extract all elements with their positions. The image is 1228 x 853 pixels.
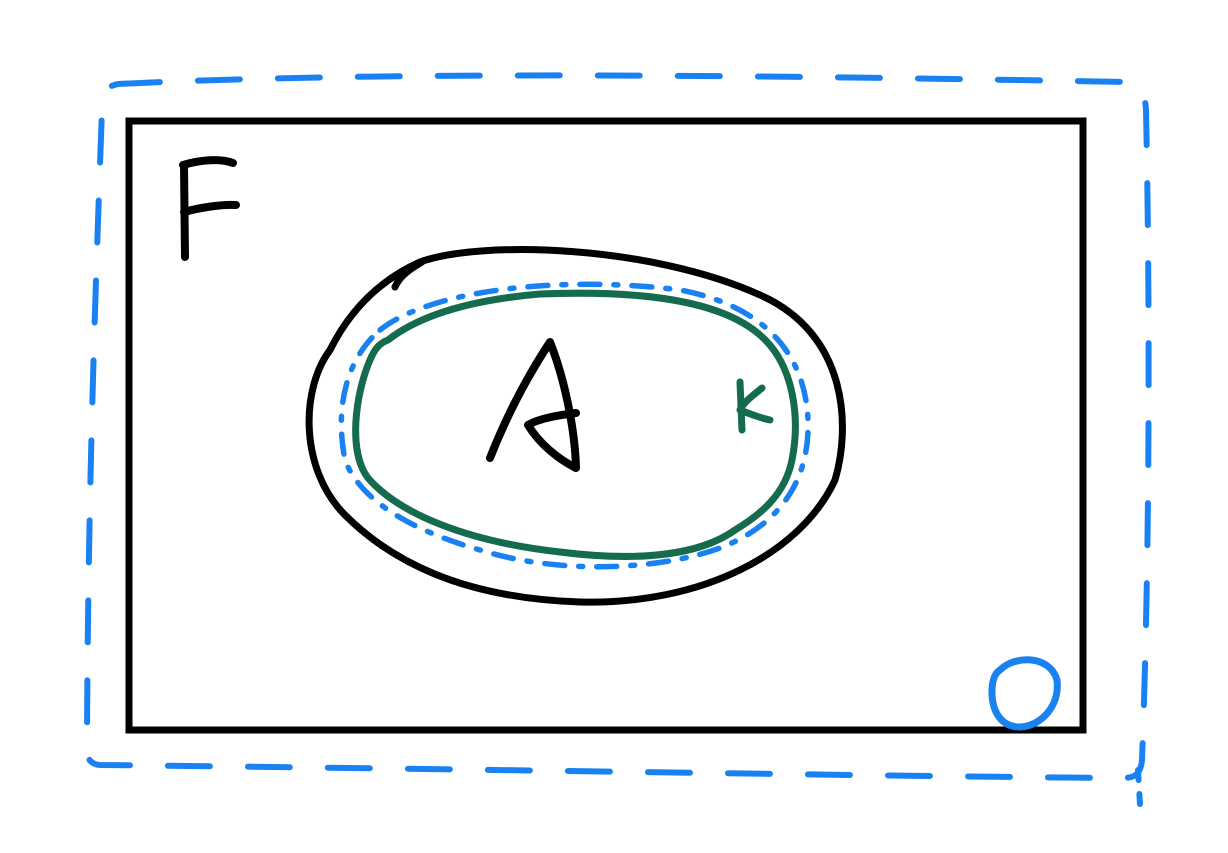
open-set-O-tail: [1135, 767, 1143, 808]
label-F-glyph: [179, 156, 240, 261]
label-A-glyph: [486, 338, 580, 472]
label-A: A: [486, 338, 580, 472]
label-O-glyph: [988, 656, 1061, 731]
closed-set-F-boundary: [125, 117, 1087, 734]
set-A-boundary: [305, 246, 846, 606]
label-O: O: [988, 656, 1061, 731]
label-K-glyph: [736, 378, 774, 434]
set-K-boundary: [352, 289, 799, 560]
open-set-O-boundary: [83, 72, 1152, 782]
set-K-open-boundary: [338, 281, 811, 570]
label-F: F: [179, 156, 240, 261]
label-K: K: [736, 378, 774, 434]
